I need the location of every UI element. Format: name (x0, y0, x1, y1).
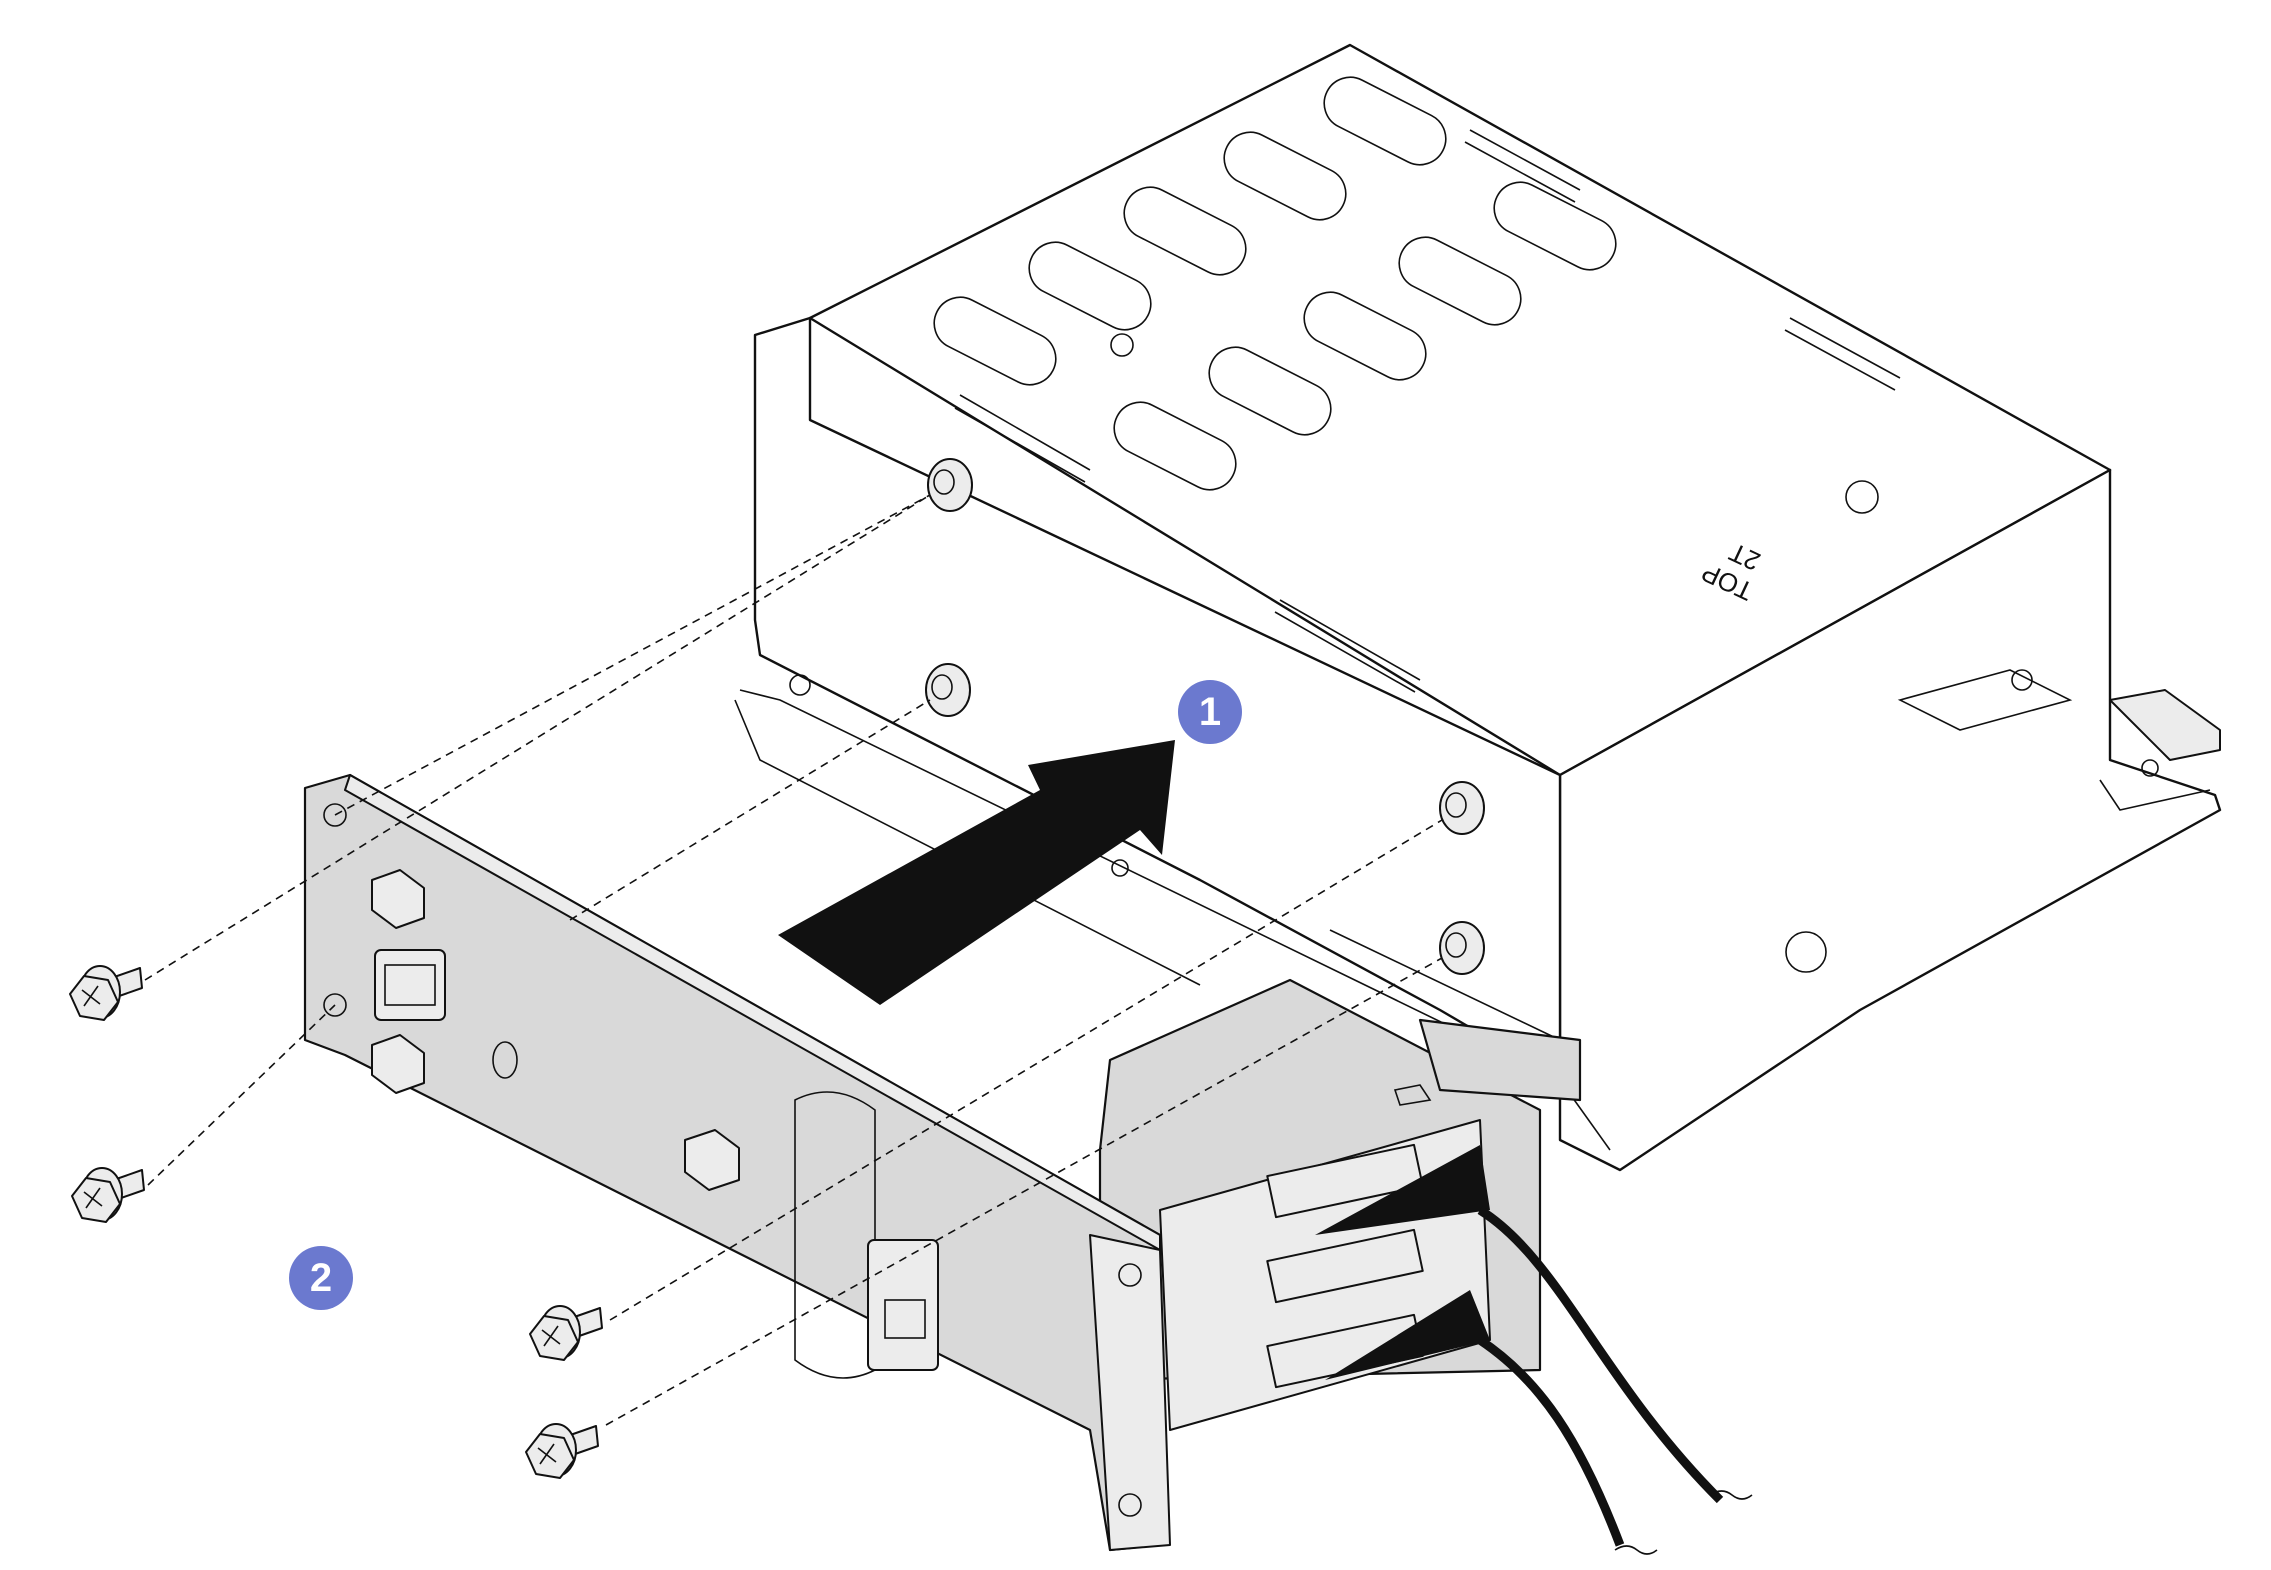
cage-vent-slots (789, 76, 2033, 973)
screw-2 (71, 1167, 145, 1223)
cage-standoffs (925, 458, 1485, 975)
backplane-assembly (1098, 978, 1753, 1555)
drive-cage (734, 43, 2222, 1172)
install-arrow-icon (778, 740, 1175, 1005)
alignment-lines (144, 494, 1443, 1426)
step-2-badge: 2 (289, 1246, 353, 1310)
screw-1 (69, 965, 143, 1021)
front-bracket (303, 773, 1171, 1552)
screw-3 (529, 1305, 603, 1361)
step-1-badge: 1 (1178, 680, 1242, 744)
screw-4 (525, 1423, 599, 1479)
